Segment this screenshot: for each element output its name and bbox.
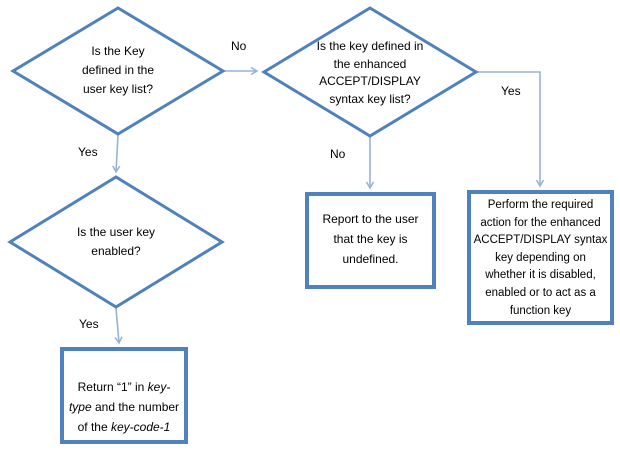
return-text-part1: Return “1” in xyxy=(77,380,148,394)
process-text-return-key-type: Return “1” in key- type and the number o… xyxy=(66,357,182,437)
connector-yes-to-enabled-diamond xyxy=(112,134,121,174)
decision-diamond-enhanced-key-defined xyxy=(261,6,479,138)
decision-diamond-user-key-enabled xyxy=(7,175,225,309)
edge-label-no-middle: No xyxy=(330,147,346,161)
process-box-report-undefined xyxy=(305,192,436,289)
decision-text-user-key-defined: Is the Key defined in the user key list? xyxy=(81,44,155,96)
decision-text-enhanced-key-defined: Is the key defined in the enhanced ACCEP… xyxy=(316,39,424,106)
process-box-perform-action xyxy=(467,190,614,325)
process-text-perform-action: Perform the required action for the enha… xyxy=(473,199,608,317)
return-text-part3: and the number of the xyxy=(77,400,180,434)
edge-label-yes-bottom: Yes xyxy=(79,317,99,331)
connector-yes-to-return-box xyxy=(114,307,123,345)
edge-label-yes-left: Yes xyxy=(78,145,98,159)
process-text-report-undefined: Report to the user that the key is undef… xyxy=(322,212,419,266)
connector-yes-to-perform-box xyxy=(477,71,545,188)
decision-diamond-user-key-defined xyxy=(10,6,226,136)
decision-text-user-key-enabled: Is the user key enabled? xyxy=(76,225,156,258)
edge-label-yes-right: Yes xyxy=(501,84,521,98)
edge-label-no-top: No xyxy=(231,39,247,53)
return-text-key-code-italic: key-code-1 xyxy=(110,420,171,434)
process-box-return-key-type xyxy=(60,347,188,444)
return-text-key-type-italic: key- type xyxy=(68,380,171,414)
